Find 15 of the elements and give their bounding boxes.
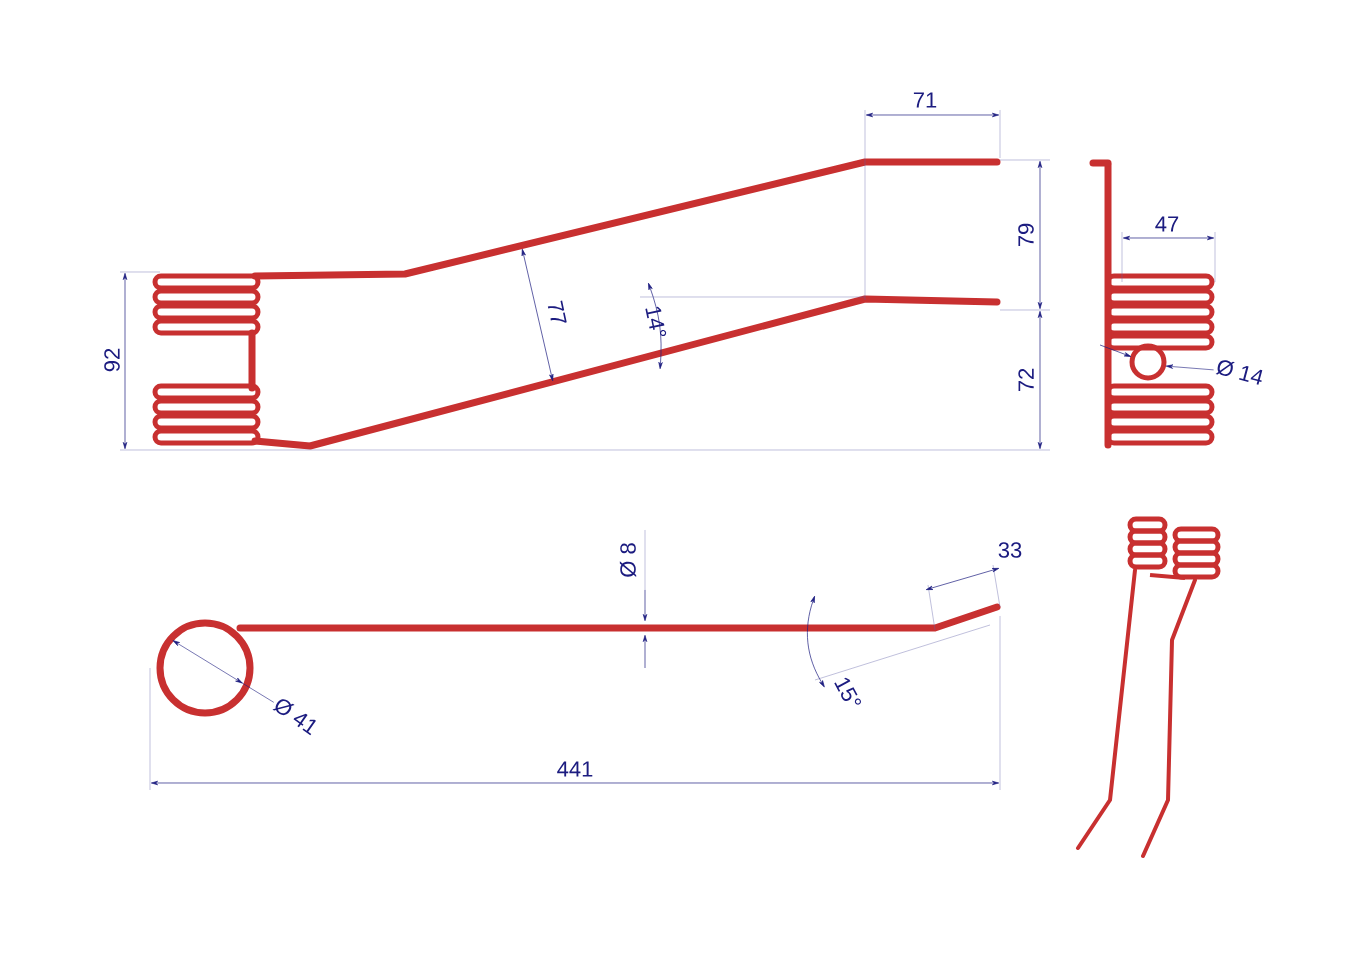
dimension-label: 33 [998, 542, 1022, 558]
dimension-label: 79 [1018, 223, 1034, 247]
dimension-label: 441 [557, 761, 593, 777]
leader-line [1165, 364, 1214, 371]
dimension-label: Ø 41 [272, 699, 316, 736]
dimension-label: Ø 14 [1215, 360, 1263, 385]
dimension-label: 15° [834, 677, 861, 705]
dimension-label: 92 [104, 348, 120, 372]
dimension-label: 14° [645, 306, 667, 337]
dimension-label: 47 [1155, 216, 1179, 232]
dimension-label: 72 [1018, 368, 1034, 392]
dimension-label: 77 [547, 300, 567, 323]
leader-line [172, 640, 275, 703]
dimension-label: Ø 8 [619, 543, 637, 577]
dimension-label: 71 [913, 92, 937, 108]
